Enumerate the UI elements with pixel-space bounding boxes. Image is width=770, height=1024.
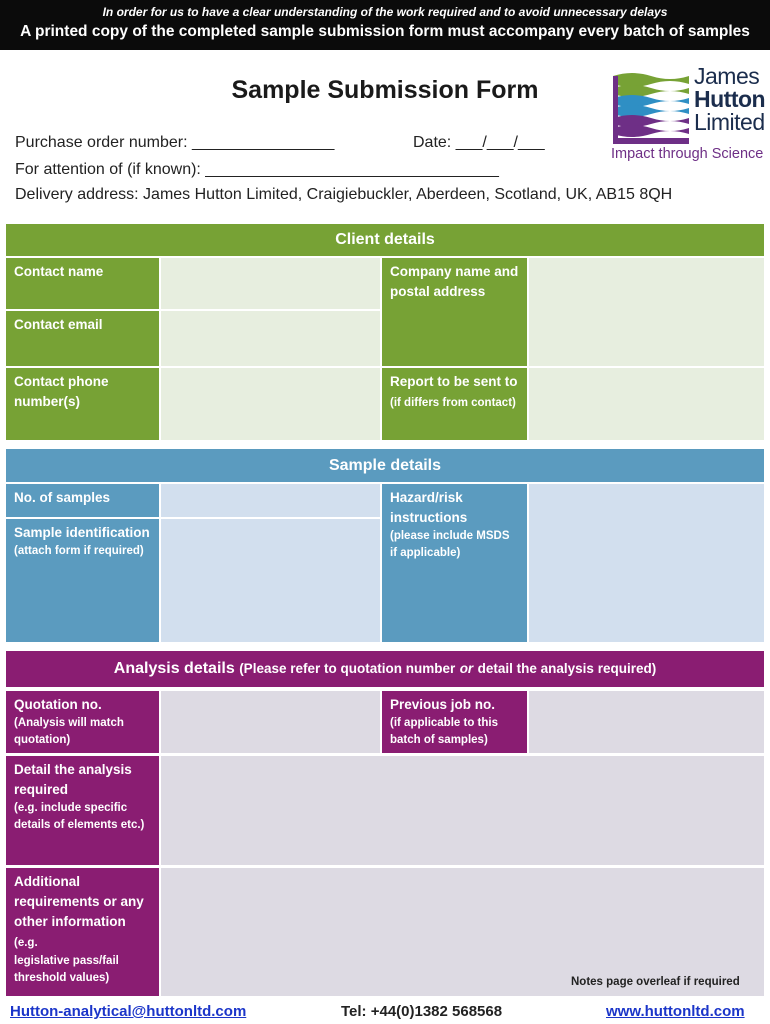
logo-name: James Hutton Limited bbox=[694, 63, 766, 135]
hazard-label-text: Hazard/risk instructions bbox=[390, 490, 468, 525]
contact-email-label-text: Contact email bbox=[14, 317, 103, 332]
sample-identification-input[interactable] bbox=[161, 519, 380, 642]
logo-name-line-2: Hutton bbox=[694, 86, 766, 112]
contact-phone-label: Contact phone number(s) bbox=[6, 368, 159, 440]
footer-website-link[interactable]: www.huttonltd.com bbox=[606, 1003, 745, 1020]
analysis-details-heading: Analysis details (Please refer to quotat… bbox=[6, 651, 764, 687]
report-to-label: Report to be sent to (if differs from co… bbox=[382, 368, 527, 440]
contact-phone-input[interactable] bbox=[161, 368, 380, 440]
contact-phone-label-text: Contact phone number(s) bbox=[14, 374, 109, 409]
analysis-heading-note-2: detail the analysis required) bbox=[477, 661, 657, 676]
quotation-label: Quotation no. (Analysis will match quotat… bbox=[6, 691, 159, 753]
previous-job-note: (if applicable to this batch of samples) bbox=[390, 717, 498, 746]
contact-email-label: Contact email bbox=[6, 311, 159, 366]
analysis-heading-note-1: (Please refer to quotation number bbox=[239, 661, 456, 676]
hutton-wave-logo-icon bbox=[613, 68, 689, 144]
contact-email-input[interactable] bbox=[161, 311, 380, 366]
quotation-input[interactable] bbox=[161, 691, 380, 753]
previous-job-label: Previous job no. (if applicable to this b… bbox=[382, 691, 527, 753]
company-address-input[interactable] bbox=[529, 258, 764, 366]
footer-email-link[interactable]: Hutton-analytical@huttonltd.com bbox=[10, 1003, 247, 1020]
sample-count-label-text: No. of samples bbox=[14, 490, 111, 505]
sample-count-label: No. of samples bbox=[6, 484, 159, 517]
report-to-label-text: Report to be sent to bbox=[390, 374, 518, 389]
report-to-note: (if differs from contact) bbox=[390, 397, 516, 409]
previous-job-input[interactable] bbox=[529, 691, 764, 753]
quotation-note: (Analysis will match quotation) bbox=[14, 717, 124, 746]
analysis-detail-input[interactable] bbox=[161, 756, 764, 865]
analysis-detail-label: Detail the analysis required (e.g. includ… bbox=[6, 756, 159, 865]
logo-name-line-1: James bbox=[694, 63, 760, 89]
hazard-label: Hazard/risk instructions (please include … bbox=[382, 484, 527, 642]
additional-note: legislative pass/fail threshold values) bbox=[14, 955, 119, 984]
delivery-address: Delivery address: James Hutton Limited, … bbox=[15, 186, 673, 203]
analysis-heading-note-or: or bbox=[459, 661, 474, 676]
date-field[interactable]: Date: ___/___/___ bbox=[413, 134, 545, 151]
contact-name-label-text: Contact name bbox=[14, 264, 104, 279]
purchase-order-field[interactable]: Purchase order number: ________________ bbox=[15, 134, 335, 151]
sample-count-input[interactable] bbox=[161, 484, 380, 517]
additional-requirements-label-text: Additional requirements or any other inf… bbox=[14, 874, 144, 929]
previous-job-label-text: Previous job no. bbox=[390, 697, 496, 712]
attention-field[interactable]: For attention of (if known): ___________… bbox=[15, 161, 499, 178]
report-to-input[interactable] bbox=[529, 368, 764, 440]
contact-name-label: Contact name bbox=[6, 258, 159, 309]
company-address-label-text: Company name and postal address bbox=[390, 264, 519, 299]
analysis-heading-text: Analysis details bbox=[113, 660, 235, 677]
additional-requirements-label: Additional requirements or any other inf… bbox=[6, 868, 159, 996]
contact-name-input[interactable] bbox=[161, 258, 380, 309]
quotation-label-text: Quotation no. bbox=[14, 697, 102, 712]
header-banner: In order for us to have a clear understa… bbox=[0, 0, 770, 50]
logo-tagline: Impact through Science bbox=[611, 146, 764, 162]
additional-requirements-input[interactable] bbox=[161, 868, 764, 996]
hazard-note: (please include MSDS if applicable) bbox=[390, 530, 510, 559]
sample-identification-label-text: Sample identification bbox=[14, 525, 150, 540]
analysis-detail-note: (e.g. include specific details of elemen… bbox=[14, 802, 145, 831]
banner-line-2: A printed copy of the completed sample s… bbox=[20, 23, 750, 40]
footer-telephone: Tel: +44(0)1382 568568 bbox=[341, 1003, 503, 1020]
hutton-logo: James Hutton Limited Impact through Scie… bbox=[610, 65, 768, 170]
sample-identification-note: (attach form if required) bbox=[14, 545, 144, 557]
hazard-input[interactable] bbox=[529, 484, 764, 642]
additional-note-inline: (e.g. bbox=[14, 937, 38, 949]
logo-name-line-3: Limited bbox=[694, 109, 765, 135]
sample-identification-label: Sample identification (attach form if req… bbox=[6, 519, 159, 642]
sample-details-heading: Sample details bbox=[6, 449, 764, 482]
analysis-detail-label-text: Detail the analysis required bbox=[14, 762, 132, 797]
client-details-heading: Client details bbox=[6, 224, 764, 256]
company-address-label: Company name and postal address bbox=[382, 258, 527, 366]
overleaf-note: Notes page overleaf if required bbox=[571, 976, 740, 988]
banner-line-1: In order for us to have a clear understa… bbox=[102, 5, 668, 19]
form-title: Sample Submission Form bbox=[231, 76, 539, 104]
